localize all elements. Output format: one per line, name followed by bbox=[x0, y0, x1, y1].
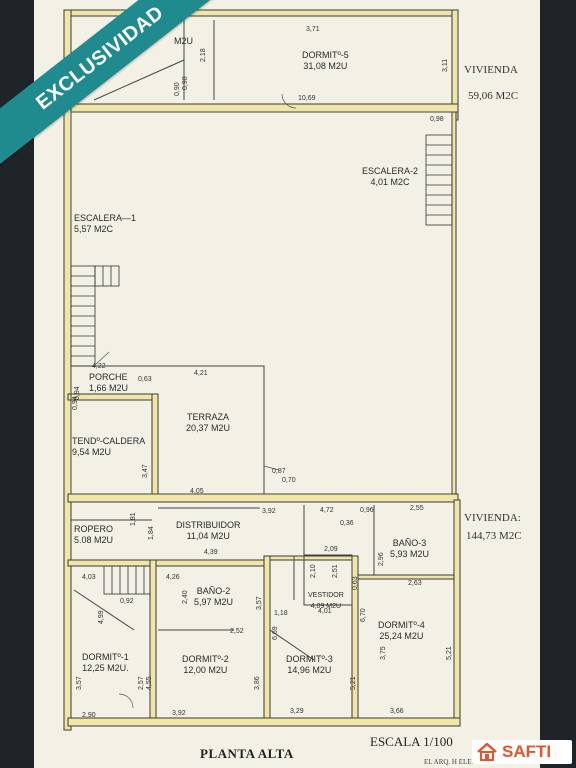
dim-label: 3,71 bbox=[306, 26, 320, 33]
dim-label: 0,63 bbox=[352, 576, 359, 590]
dim-label: 0,63 bbox=[138, 376, 152, 383]
dim-label: 2,10 bbox=[310, 564, 317, 578]
dim-label: 10,69 bbox=[298, 95, 316, 102]
dim-label: 0,98 bbox=[182, 76, 189, 90]
dim-label: 0,70 bbox=[282, 477, 296, 484]
dim-label: 0,36 bbox=[340, 520, 354, 527]
dim-label: 1,84 bbox=[148, 526, 155, 540]
dim-label: 2,09 bbox=[324, 546, 338, 553]
dim-label: 3,47 bbox=[142, 464, 149, 478]
dim-label: 2,96 bbox=[378, 552, 385, 566]
dim-label: 0,94 bbox=[72, 396, 79, 410]
dim-label: 2,63 bbox=[408, 580, 422, 587]
scale-label: ESCALA 1/100 bbox=[370, 734, 453, 749]
dim-label: 2,18 bbox=[200, 48, 207, 62]
dim-label: 3,66 bbox=[390, 708, 404, 715]
dim-label: 4,26 bbox=[166, 574, 180, 581]
dim-label: 6,70 bbox=[360, 608, 367, 622]
dim-label: 0,98 bbox=[430, 116, 444, 123]
room-label-partial: M2U bbox=[174, 36, 194, 46]
brand-badge: SAFTI bbox=[472, 740, 572, 764]
dim-label: 3,11 bbox=[442, 58, 449, 72]
dim-label: 5,21 bbox=[446, 646, 453, 660]
dim-label: 4,39 bbox=[204, 549, 218, 556]
dim-label: 3,57 bbox=[76, 676, 83, 690]
dim-label: 4,72 bbox=[320, 507, 334, 514]
dim-label: 3,75 bbox=[380, 646, 387, 660]
dim-label: 2,52 bbox=[230, 628, 244, 635]
dim-label: 0,87 bbox=[272, 468, 286, 475]
dim-label: 0,92 bbox=[120, 598, 134, 605]
dim-label: 0,96 bbox=[360, 507, 374, 514]
dim-label: 2,40 bbox=[182, 590, 189, 604]
dim-label: 3,92 bbox=[262, 508, 276, 515]
architect-footer: EL ARQ. H ELENICO bbox=[424, 758, 489, 766]
dim-label: 2,51 bbox=[332, 564, 339, 578]
dim-label: 4,03 bbox=[82, 574, 96, 581]
dim-label: 4,01 bbox=[318, 608, 332, 615]
floor-plan-drawing bbox=[63, 9, 461, 731]
dim-label: 3,92 bbox=[172, 710, 186, 717]
dim-label: 5,21 bbox=[350, 676, 357, 690]
plan-title: PLANTA ALTA bbox=[200, 746, 294, 761]
dim-label: 3,29 bbox=[290, 708, 304, 715]
summary-title: VIVIENDA bbox=[464, 64, 518, 76]
dim-label: 1,81 bbox=[130, 512, 137, 526]
dim-label: 4,55 bbox=[146, 676, 153, 690]
dim-label: 2,90 bbox=[82, 712, 96, 719]
dim-label: 4,22 bbox=[92, 363, 106, 370]
dim-label: 3,86 bbox=[254, 676, 261, 690]
dim-label: 1,18 bbox=[274, 610, 288, 617]
dim-label: 3,57 bbox=[256, 596, 263, 610]
summary-title: VIVIENDA: bbox=[464, 512, 521, 524]
dim-label: 4,21 bbox=[194, 370, 208, 377]
dim-label: 4,05 bbox=[190, 488, 204, 495]
summary-value: 59,06 M2C bbox=[468, 90, 519, 102]
dim-label: 4,99 bbox=[98, 610, 105, 624]
dim-label: 6,69 bbox=[272, 626, 279, 640]
house-logo-icon bbox=[477, 742, 497, 761]
dim-label: 2,55 bbox=[410, 505, 424, 512]
dim-label: 2,57 bbox=[138, 676, 145, 690]
brand-name: SAFTI bbox=[502, 742, 552, 761]
dim-label: 0,90 bbox=[174, 82, 181, 96]
summary-value: 144,73 M2C bbox=[466, 530, 522, 542]
